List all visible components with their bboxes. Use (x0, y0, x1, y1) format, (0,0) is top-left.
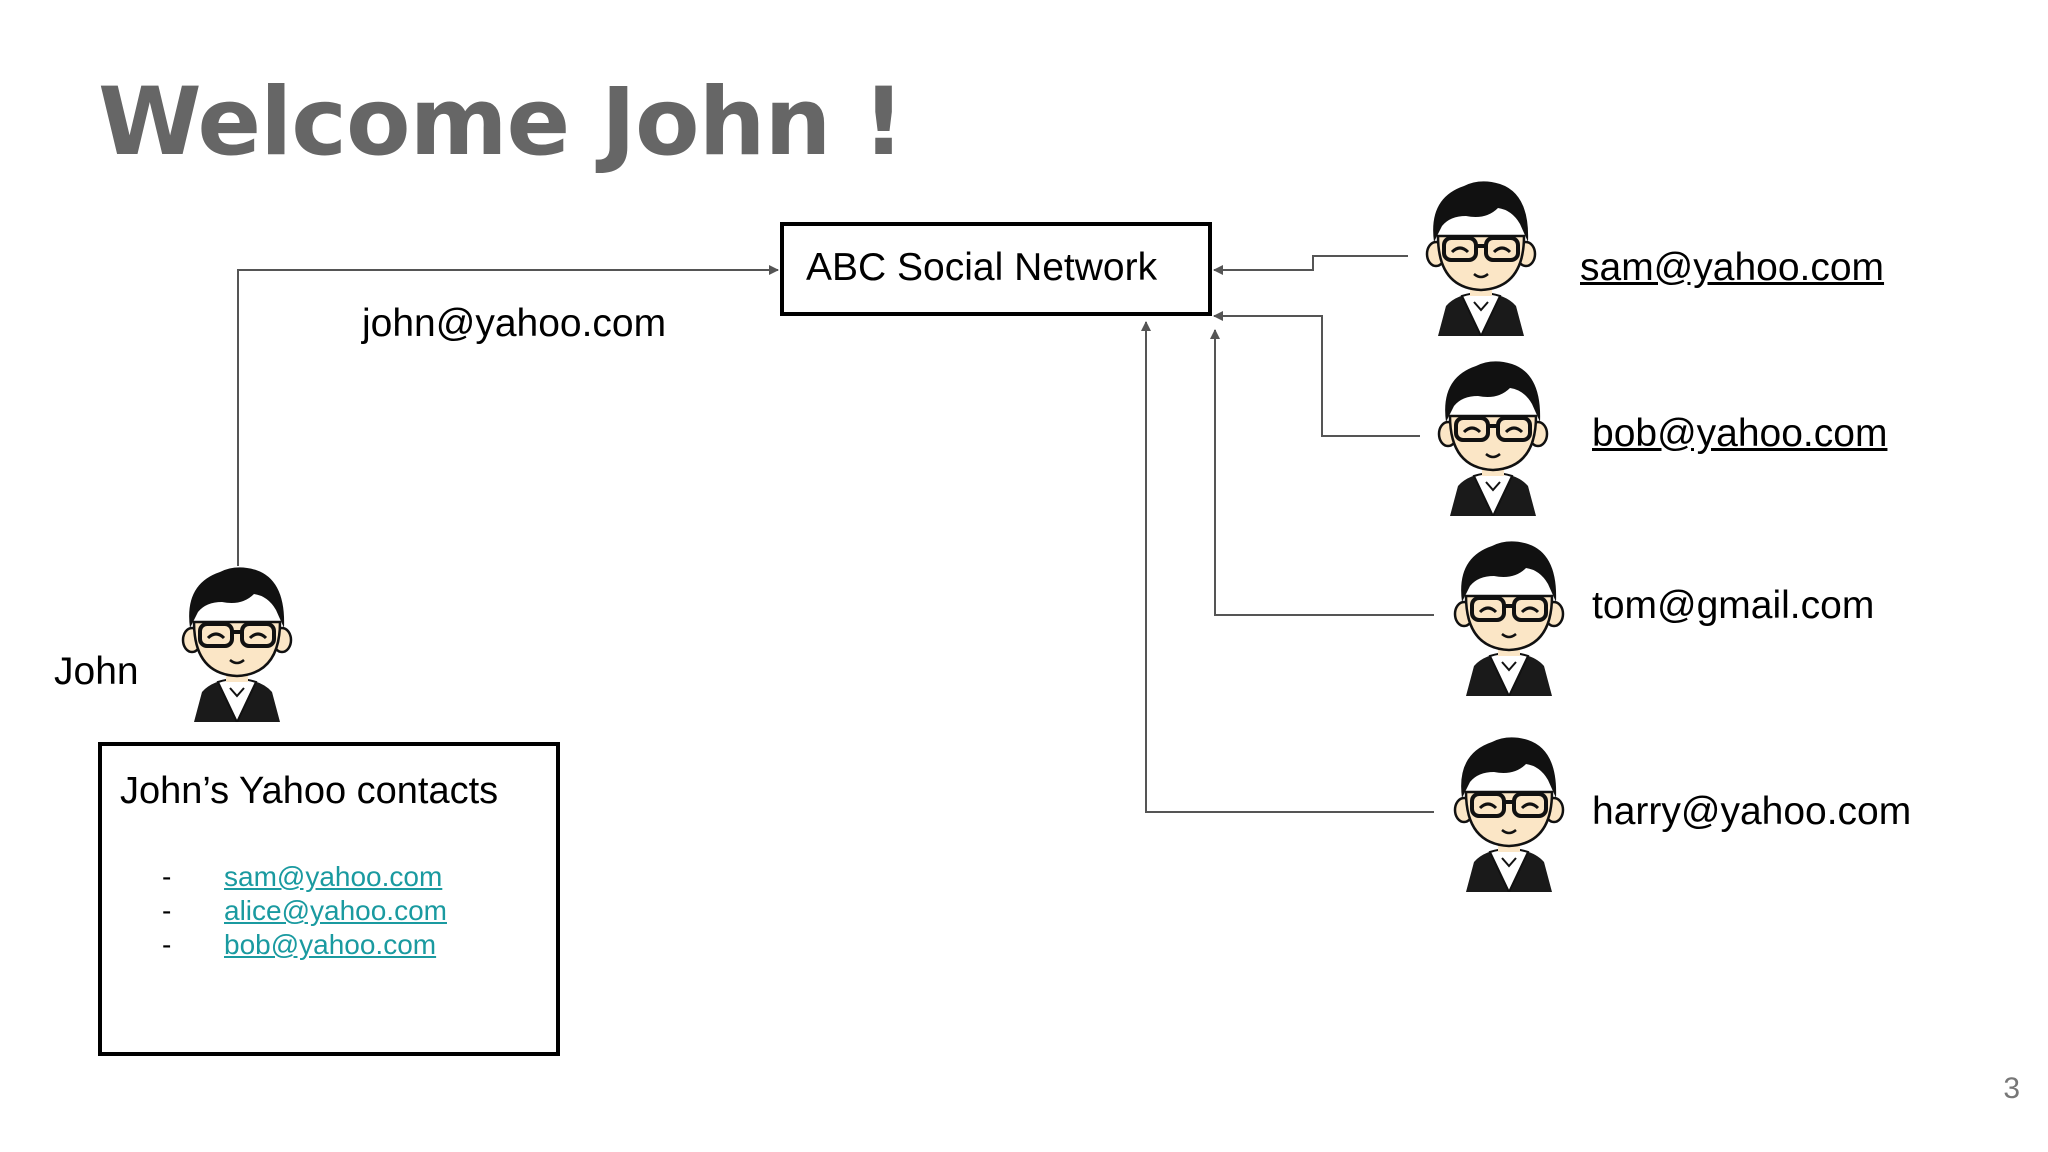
avatar-sam-icon (1425, 179, 1537, 336)
john-name-label: John (54, 650, 139, 693)
connector-sam-to-network (1213, 255, 1408, 275)
user-email-bob[interactable]: bob@yahoo.com (1592, 412, 1888, 455)
user-email-sam[interactable]: sam@yahoo.com (1580, 246, 1885, 289)
avatar-harry-icon (1453, 735, 1565, 892)
user-email-tom: tom@gmail.com (1592, 584, 1875, 627)
connector-tom-to-network (1210, 329, 1434, 616)
list-bullet: - (162, 895, 172, 926)
contacts-box-title: John’s Yahoo contacts (120, 770, 499, 812)
list-item: - sam@yahoo.com (162, 860, 447, 894)
contacts-list: - sam@yahoo.com - alice@yahoo.com - bob@yah… (162, 860, 447, 962)
page-number: 3 (2003, 1072, 2020, 1105)
abc-social-network-box: ABC Social Network (780, 222, 1212, 316)
avatar-tom-icon (1453, 539, 1565, 696)
contact-link-sam[interactable]: sam@yahoo.com (224, 861, 443, 892)
list-bullet: - (162, 929, 172, 960)
johns-contacts-box: John’s Yahoo contacts - sam@yahoo.com - al… (98, 742, 560, 1056)
page-title: Welcome John ! (98, 68, 905, 177)
contact-link-alice[interactable]: alice@yahoo.com (224, 895, 447, 926)
contact-link-bob[interactable]: bob@yahoo.com (224, 929, 437, 960)
avatar-john-icon (181, 565, 293, 722)
john-email-label: john@yahoo.com (362, 302, 667, 345)
list-item: - alice@yahoo.com (162, 894, 447, 928)
list-item: - bob@yahoo.com (162, 928, 447, 962)
network-label: ABC Social Network (806, 246, 1158, 289)
connector-harry-to-network (1141, 321, 1434, 813)
connector-john-to-network (237, 265, 779, 566)
avatar-bob-icon (1437, 359, 1549, 516)
list-bullet: - (162, 861, 172, 892)
user-email-harry: harry@yahoo.com (1592, 790, 1912, 833)
connector-bob-to-network (1213, 311, 1420, 437)
